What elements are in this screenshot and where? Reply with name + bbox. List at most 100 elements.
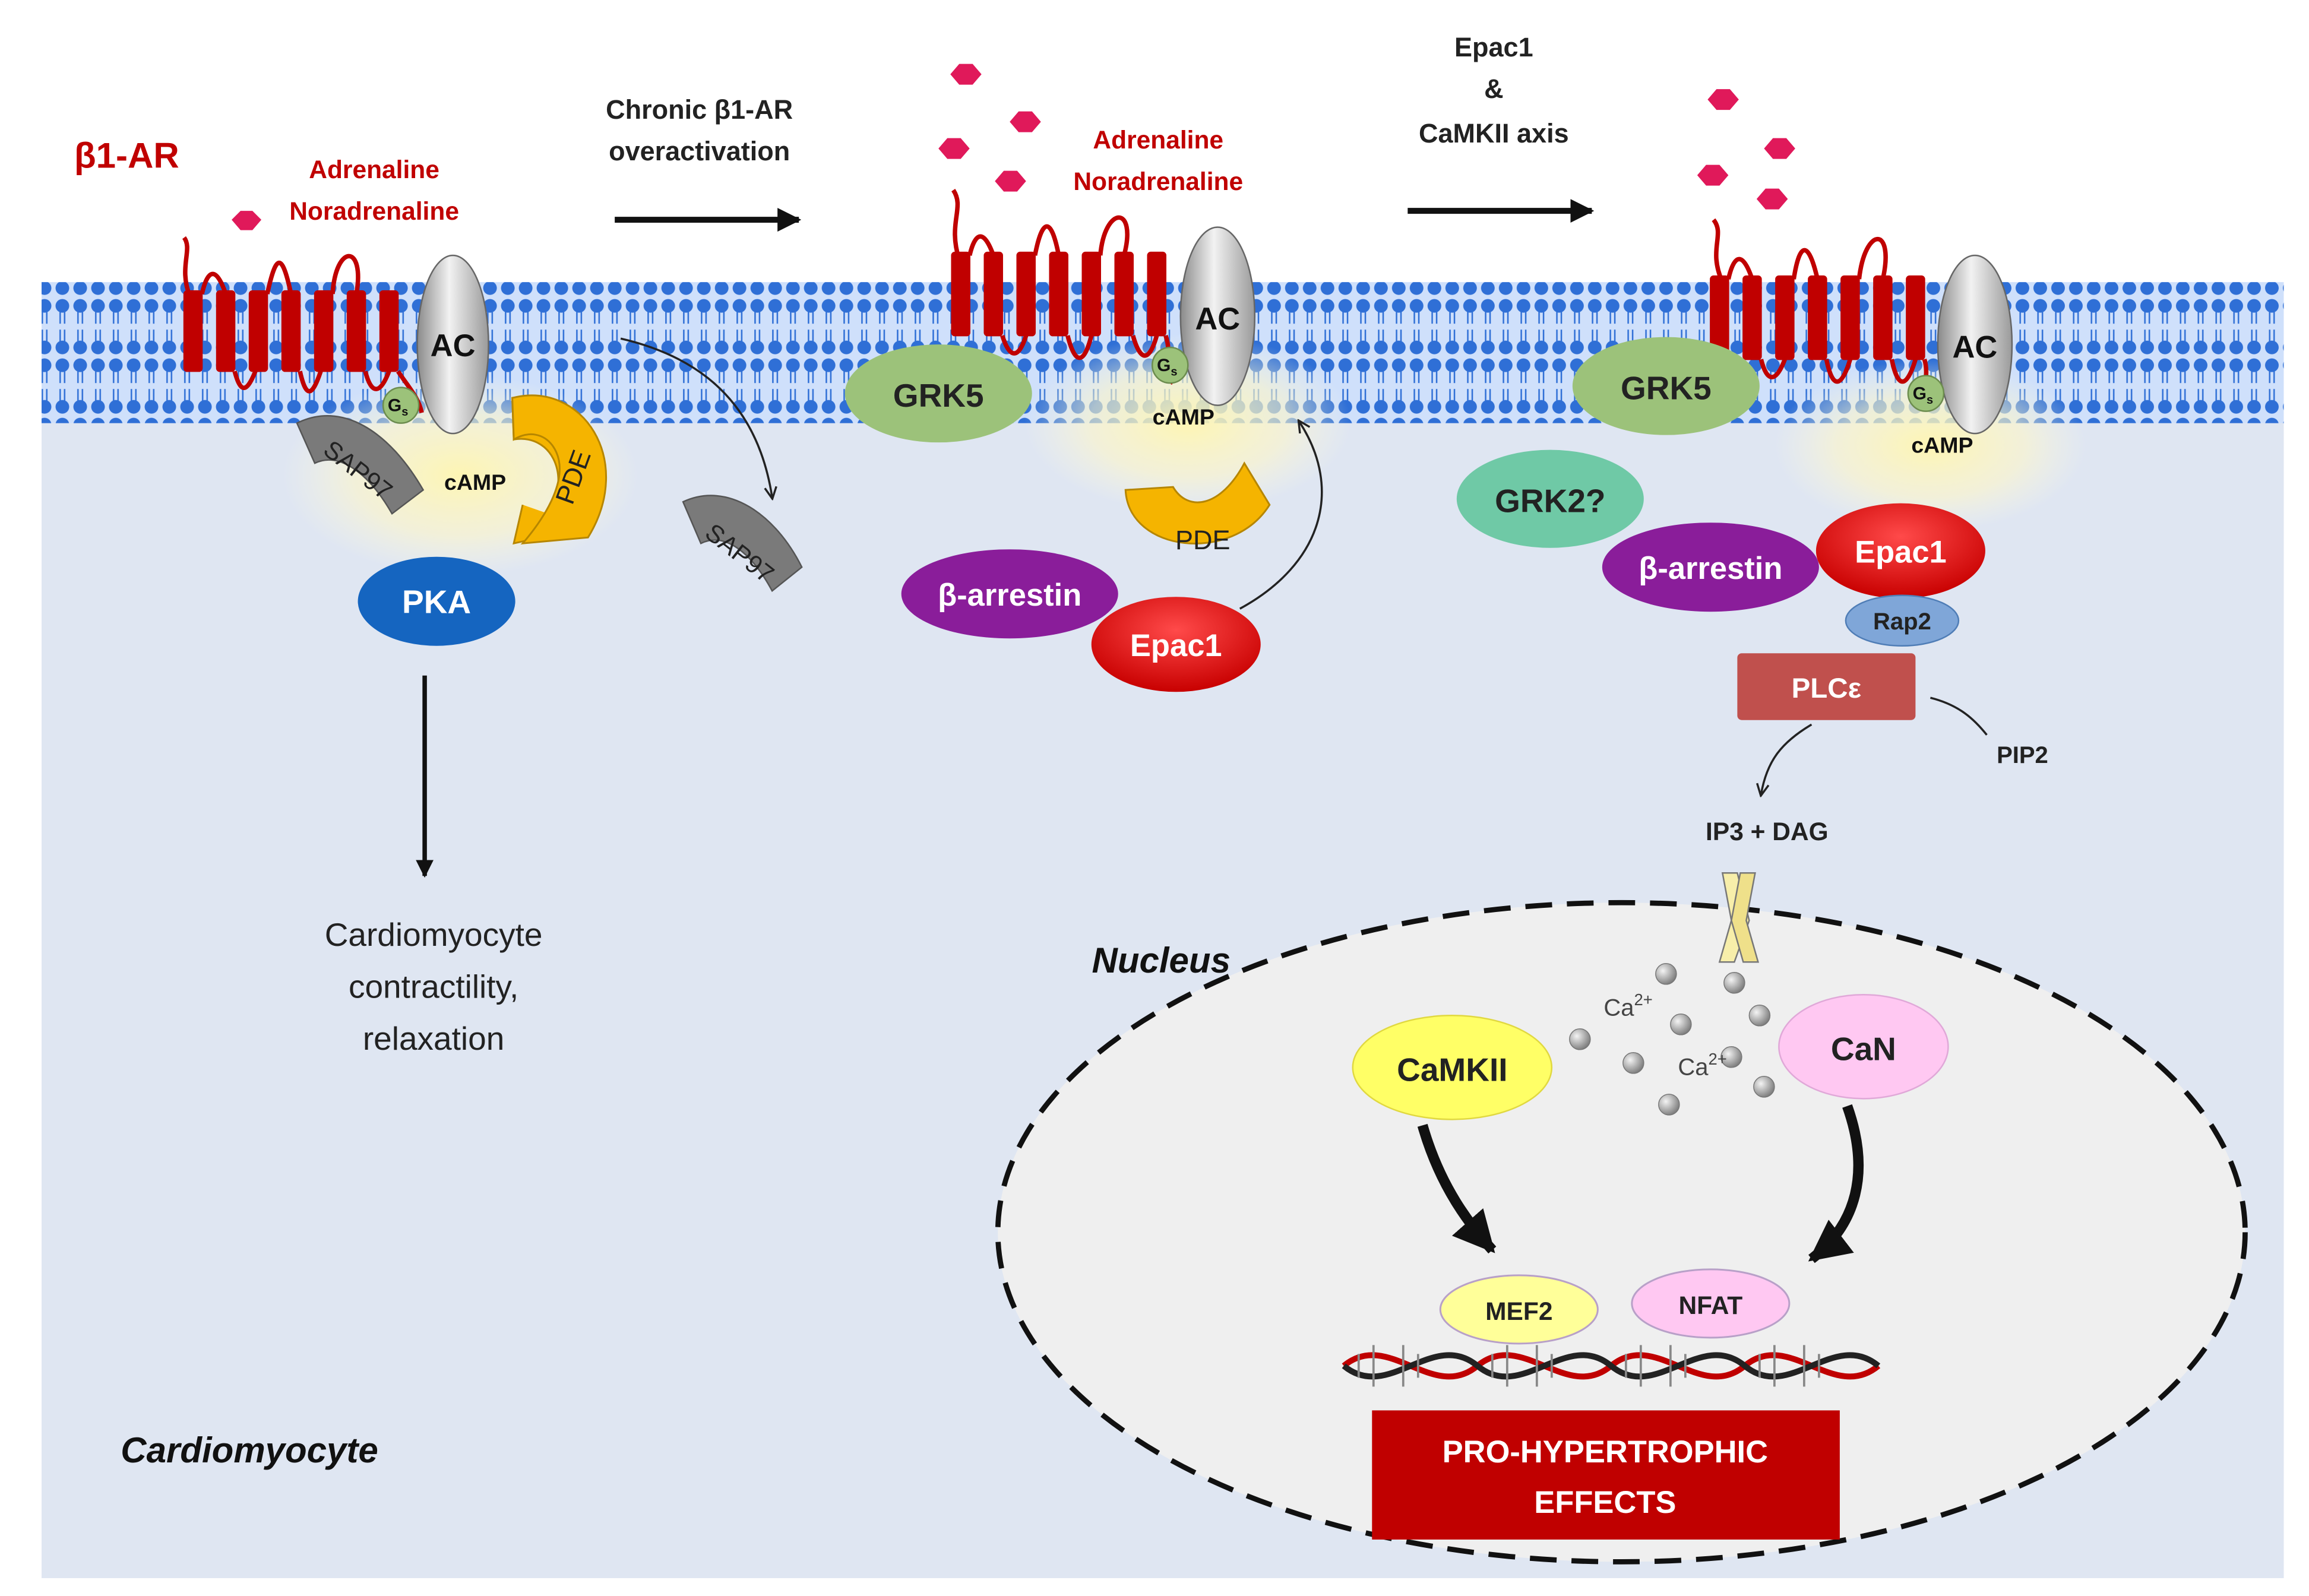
ligand-label-mid-1: Adrenaline [1093, 126, 1223, 154]
cell-label: Cardiomyocyte [121, 1430, 378, 1470]
camp-glow-right [1774, 359, 2086, 532]
sap97-left [296, 414, 425, 515]
transition-2-line-2: & [1484, 74, 1504, 104]
plc-to-ip3-arrow [1761, 723, 1813, 794]
grk2-node [1456, 449, 1644, 548]
rap2-label: Rap2 [1873, 609, 1931, 635]
grk5-node-right [1572, 337, 1760, 435]
epac1-label-mid: Epac1 [1130, 628, 1222, 663]
nfat-label: NFAT [1678, 1292, 1742, 1320]
ip3-receptor-channel [1718, 872, 1760, 963]
camkii-label: CaMKII [1397, 1051, 1507, 1088]
ip3-dag-label: IP3 + DAG [1706, 818, 1829, 846]
beta-arrestin-node-right [1602, 522, 1819, 612]
calcium-ion [1723, 972, 1745, 994]
beta1-receptor-mid [951, 189, 1175, 385]
beta-arrestin-label-right: β-arrestin [1639, 551, 1782, 586]
camp-glow-mid [1024, 334, 1352, 512]
effects-line-2: EFFECTS [1534, 1485, 1676, 1520]
ligand-molecule [232, 211, 262, 230]
sap97-detached [682, 495, 803, 593]
ligand-molecule [1764, 138, 1795, 159]
plc-epsilon-label: PLCε [1792, 673, 1862, 704]
calcium-ion [1622, 1052, 1644, 1074]
dna-helix [1342, 1345, 1881, 1387]
calcium-ion [1753, 1076, 1775, 1098]
gs-label-mid: Gs [1157, 356, 1177, 379]
pip2-label: PIP2 [1997, 742, 2048, 768]
curved-arrow-sap97 [620, 337, 772, 498]
calcium-ion [1655, 963, 1677, 985]
epac1-node-right [1815, 503, 1985, 598]
calcium-ions [1569, 963, 1775, 1116]
camkii-to-mef2-arrow [1417, 1123, 1497, 1254]
mef2-label: MEF2 [1485, 1298, 1552, 1326]
epac1-label-right: Epac1 [1855, 535, 1947, 570]
calcium-ion [1748, 1005, 1771, 1027]
effects-line-1: PRO-HYPERTROPHIC [1443, 1434, 1768, 1470]
ligand-molecule [1010, 111, 1041, 132]
camp-label-left: cAMP [444, 470, 506, 495]
transition-2-line-1: Epac1 [1454, 32, 1533, 62]
ligand-molecules [232, 64, 1795, 230]
gs-label-right: Gs [1913, 384, 1933, 407]
camp-label-mid: cAMP [1153, 404, 1214, 429]
ligand-molecule [1707, 89, 1739, 110]
adenylyl-cyclase-mid [1179, 226, 1256, 406]
pka-label: PKA [402, 584, 471, 620]
nfat-node [1631, 1268, 1791, 1339]
mef2-node [1439, 1274, 1599, 1345]
gs-label-left: Gs [388, 396, 408, 419]
adenylyl-cyclase-left [416, 254, 489, 435]
beta-arrestin-node-mid [901, 549, 1118, 639]
ligand-molecule [938, 138, 970, 159]
gs-protein-left [382, 387, 420, 424]
grk5-node-mid [844, 344, 1032, 443]
gs-protein-right [1907, 375, 1945, 412]
outcome-line-1: Cardiomyocyte [325, 916, 543, 953]
calcium-label-1: Ca2+ [1603, 990, 1653, 1021]
calcium-label-2: Ca2+ [1678, 1050, 1727, 1081]
ligand-molecule [1697, 164, 1729, 186]
camp-label-right: cAMP [1911, 433, 1973, 458]
calcium-ion [1670, 1014, 1692, 1036]
ligand-molecule [995, 170, 1026, 192]
adenylyl-cyclase-right [1937, 254, 2013, 435]
grk2-label: GRK2? [1495, 483, 1605, 520]
outcome-line-2: contractility, [349, 968, 518, 1005]
pip2-connector [1930, 696, 1988, 736]
ac-label-mid: AC [1195, 302, 1240, 337]
outcome-line-3: relaxation [363, 1020, 504, 1057]
ligand-label-mid-2: Noradrenaline [1073, 168, 1243, 196]
ligand-label-left-2: Noradrenaline [289, 198, 459, 226]
gs-protein-mid [1151, 346, 1189, 384]
can-label: CaN [1831, 1030, 1896, 1067]
ac-label-right: AC [1953, 330, 1998, 365]
ac-label-left: AC [431, 328, 476, 363]
ligand-label-left-1: Adrenaline [309, 156, 439, 184]
curved-arrow-epac-to-camp [1239, 422, 1323, 610]
pka-node [358, 556, 515, 646]
transition-2-line-3: CaMKII axis [1419, 118, 1569, 148]
ligand-molecule [1756, 188, 1788, 210]
camkii-node [1352, 1015, 1553, 1120]
transition-1-line-1: Chronic β1-AR [606, 94, 793, 125]
epac1-node-mid [1091, 597, 1261, 692]
transition-1-line-2: overactivation [609, 136, 790, 166]
grk5-label-right: GRK5 [1621, 370, 1712, 407]
grk5-label-mid: GRK5 [893, 377, 984, 414]
rap2-node [1845, 594, 1960, 647]
pde-mid [1124, 461, 1271, 544]
receptor-label: β1-AR [74, 136, 179, 176]
beta-arrestin-label-mid: β-arrestin [938, 578, 1081, 613]
pde-label-mid: PDE [1175, 525, 1231, 555]
calcium-ion [1658, 1094, 1680, 1116]
beta1-receptor-right [1710, 218, 1932, 403]
calcium-ion [1569, 1028, 1591, 1050]
can-to-nfat-arrow [1808, 1104, 1864, 1264]
plc-epsilon-node [1737, 653, 1916, 720]
nucleus-label: Nucleus [1092, 940, 1231, 980]
ligand-molecule [950, 64, 982, 85]
pro-hypertrophic-effects-box [1372, 1410, 1840, 1540]
